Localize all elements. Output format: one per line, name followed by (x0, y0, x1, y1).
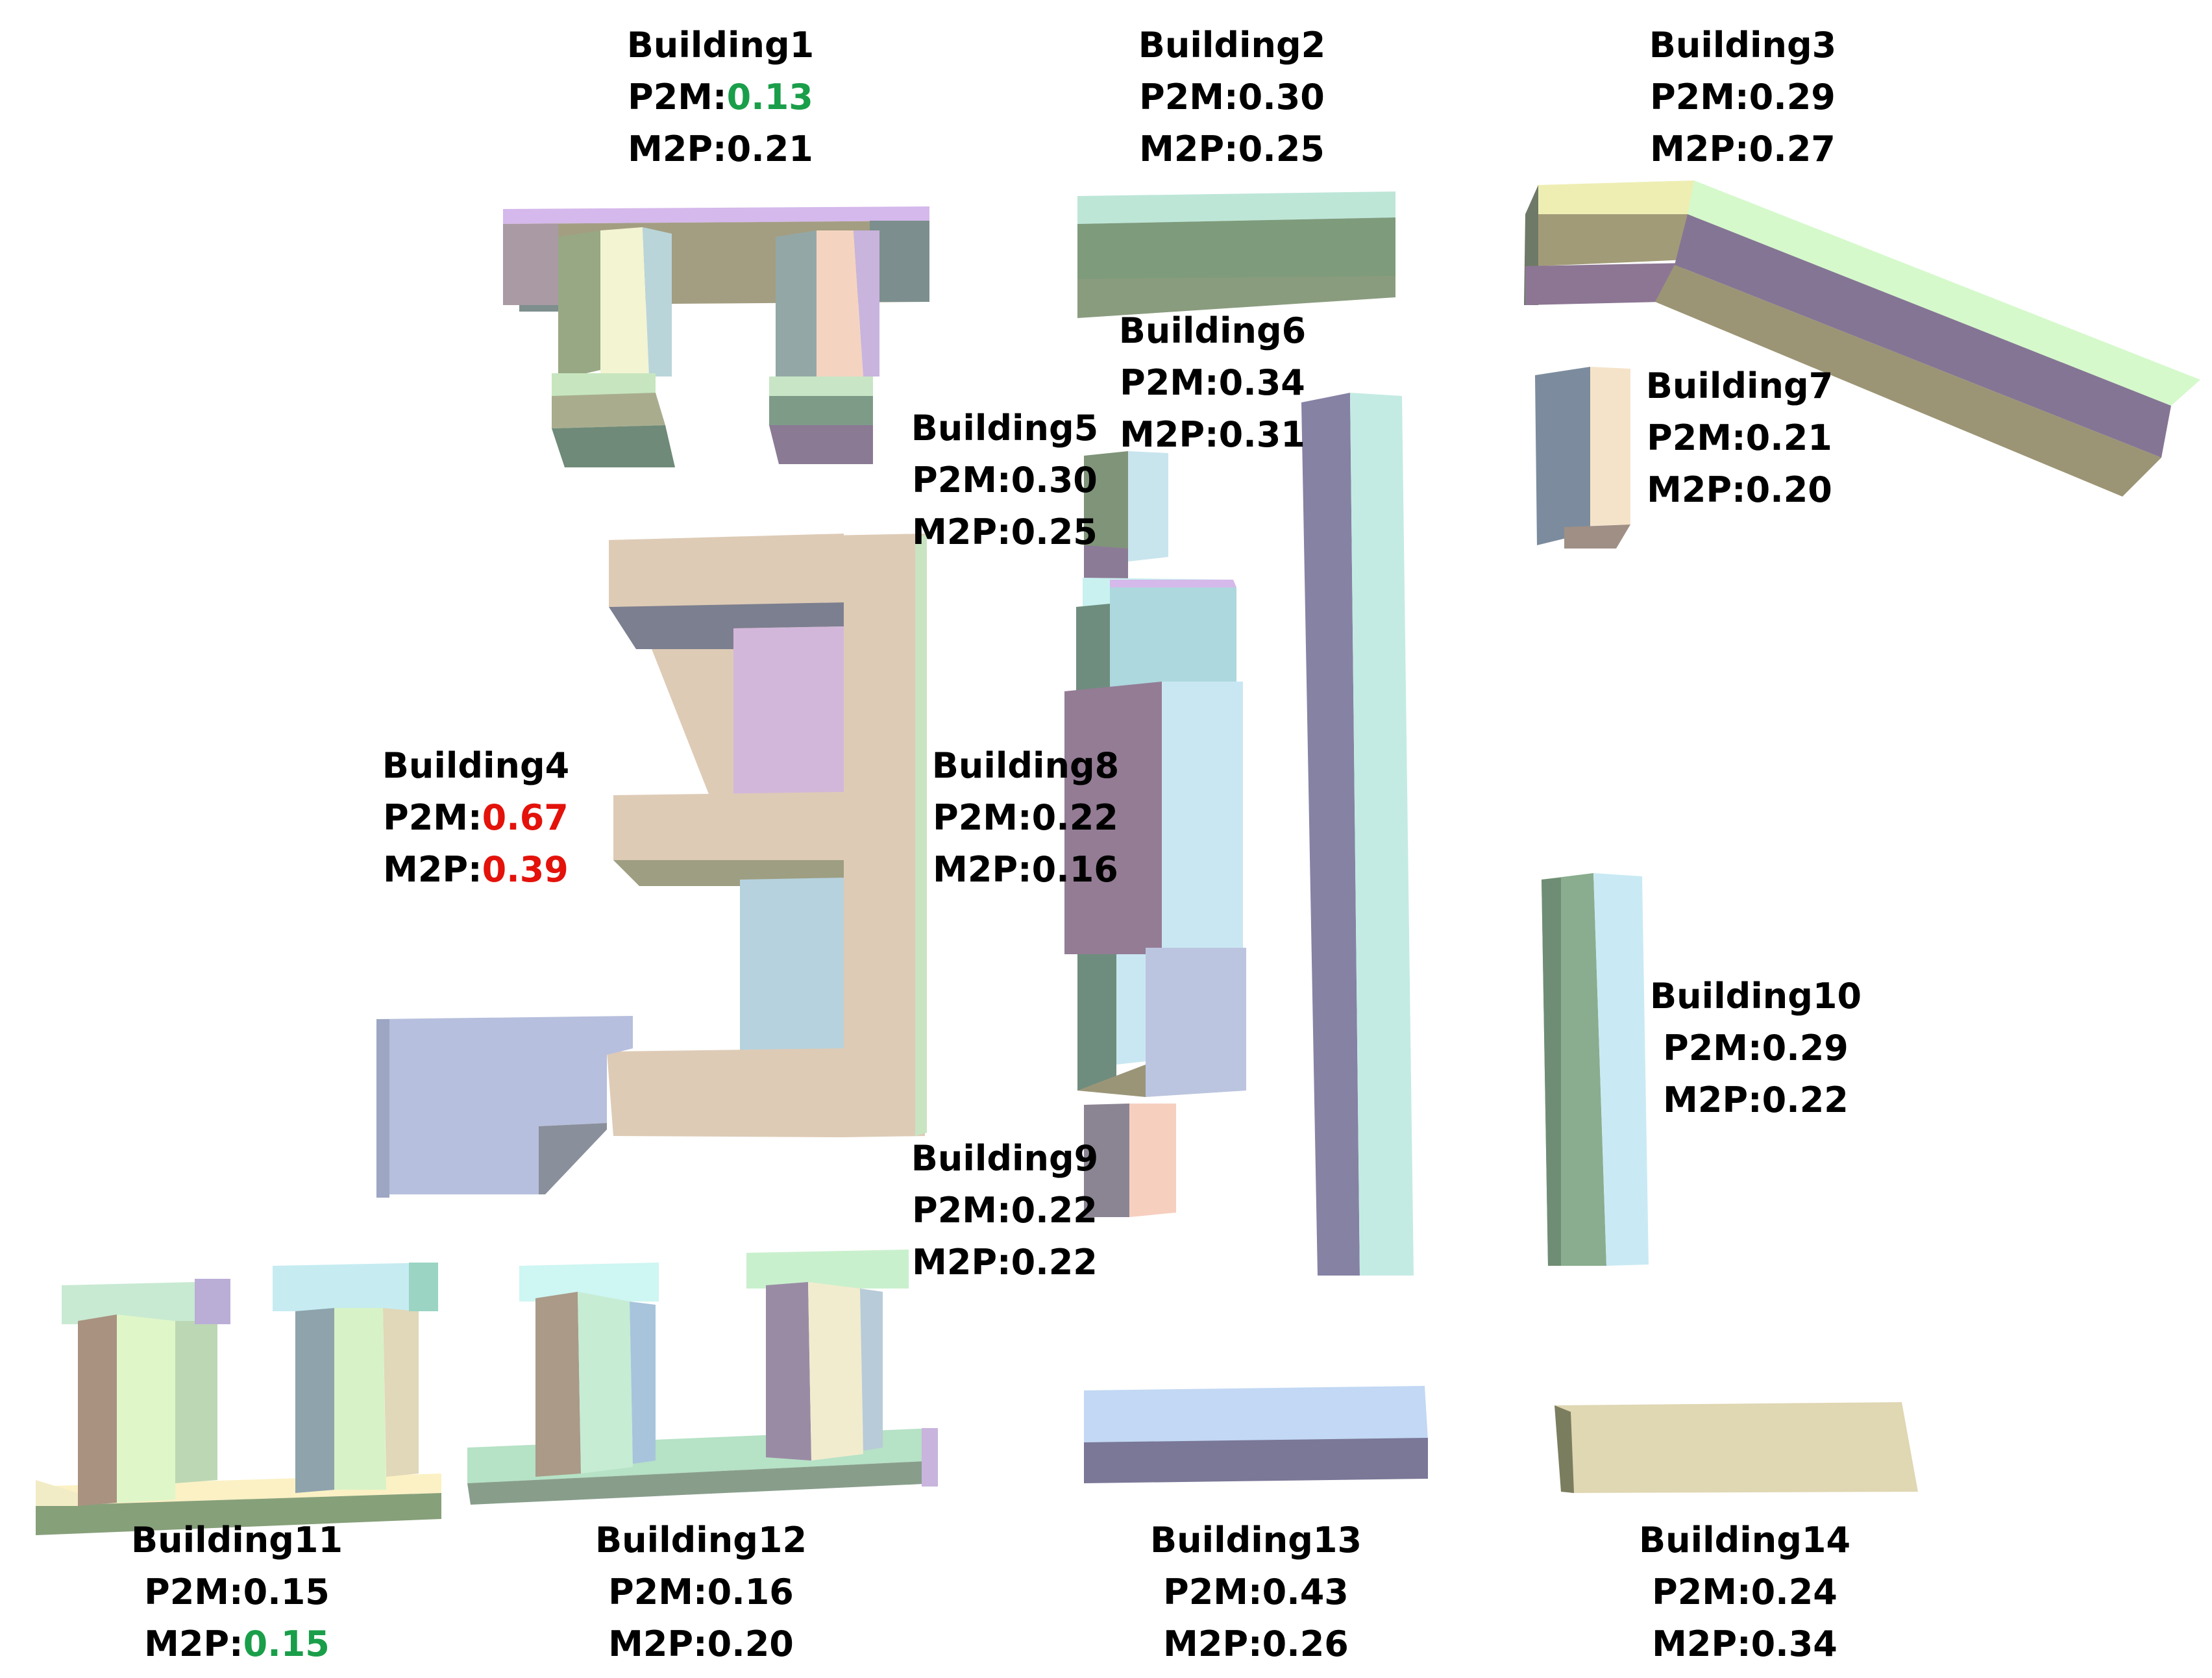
building-name: Building7 (1645, 365, 1834, 406)
m2p-metric: M2P:0.34 (1652, 1623, 1837, 1664)
building4-model (376, 534, 927, 1198)
building-name: Building4 (382, 745, 570, 786)
building8-model (1064, 578, 1246, 1097)
m2p-metric: M2P:0.31 (1120, 414, 1305, 455)
building-name: Building3 (1649, 25, 1837, 66)
m2p-metric: M2P:0.20 (608, 1623, 794, 1664)
p2m-metric: P2M:0.13 (628, 77, 813, 117)
m2p-metric: M2P:0.15 (144, 1623, 330, 1664)
building11-model (36, 1263, 441, 1535)
building13-model (1084, 1386, 1428, 1483)
building-name: Building12 (595, 1520, 807, 1561)
p2m-metric: P2M:0.24 (1652, 1572, 1837, 1612)
p2m-metric: P2M:0.29 (1663, 1028, 1849, 1068)
building-name: Building14 (1638, 1520, 1851, 1561)
building-name: Building6 (1118, 310, 1307, 351)
m2p-metric: M2P:0.16 (933, 849, 1118, 890)
m2p-metric: M2P:0.27 (1650, 129, 1836, 169)
building6-model (1301, 393, 1414, 1276)
building5-model (1084, 451, 1168, 581)
building-name: Building13 (1149, 1520, 1362, 1561)
building2-model (1077, 191, 1395, 318)
m2p-metric: M2P:0.22 (1663, 1080, 1849, 1120)
building-name: Building9 (911, 1138, 1099, 1179)
p2m-metric: P2M:0.43 (1163, 1572, 1349, 1612)
p2m-metric: P2M:0.22 (912, 1190, 1098, 1231)
p2m-metric: P2M:0.16 (608, 1572, 794, 1612)
p2m-metric: P2M:0.30 (912, 460, 1098, 500)
building-name: Building2 (1138, 25, 1326, 66)
building-name: Building11 (130, 1520, 343, 1561)
building10-model (1542, 873, 1649, 1266)
p2m-metric: P2M:0.21 (1647, 417, 1832, 458)
building12-model (467, 1250, 938, 1505)
building3-model (1524, 180, 2200, 497)
building1-model (503, 206, 929, 467)
building7-model (1535, 367, 1630, 549)
building9-model (1084, 1104, 1176, 1217)
p2m-metric: P2M:0.29 (1650, 77, 1836, 117)
p2m-metric: P2M:0.15 (144, 1572, 330, 1612)
p2m-metric: P2M:0.34 (1120, 362, 1305, 403)
building-name: Building8 (931, 745, 1120, 786)
building-name: Building1 (626, 25, 815, 66)
building-name: Building5 (911, 408, 1099, 449)
m2p-metric: M2P:0.39 (383, 849, 569, 890)
building14-model (1555, 1402, 1918, 1493)
m2p-metric: M2P:0.25 (912, 512, 1098, 552)
m2p-metric: M2P:0.25 (1139, 129, 1325, 169)
building-name: Building10 (1649, 976, 1862, 1017)
p2m-metric: P2M:0.22 (933, 797, 1118, 838)
m2p-metric: M2P:0.22 (912, 1242, 1098, 1283)
p2m-metric: P2M:0.67 (383, 797, 569, 838)
m2p-metric: M2P:0.20 (1647, 469, 1832, 510)
m2p-metric: M2P:0.21 (628, 129, 813, 169)
m2p-metric: M2P:0.26 (1163, 1623, 1349, 1664)
p2m-metric: P2M:0.30 (1139, 77, 1325, 117)
